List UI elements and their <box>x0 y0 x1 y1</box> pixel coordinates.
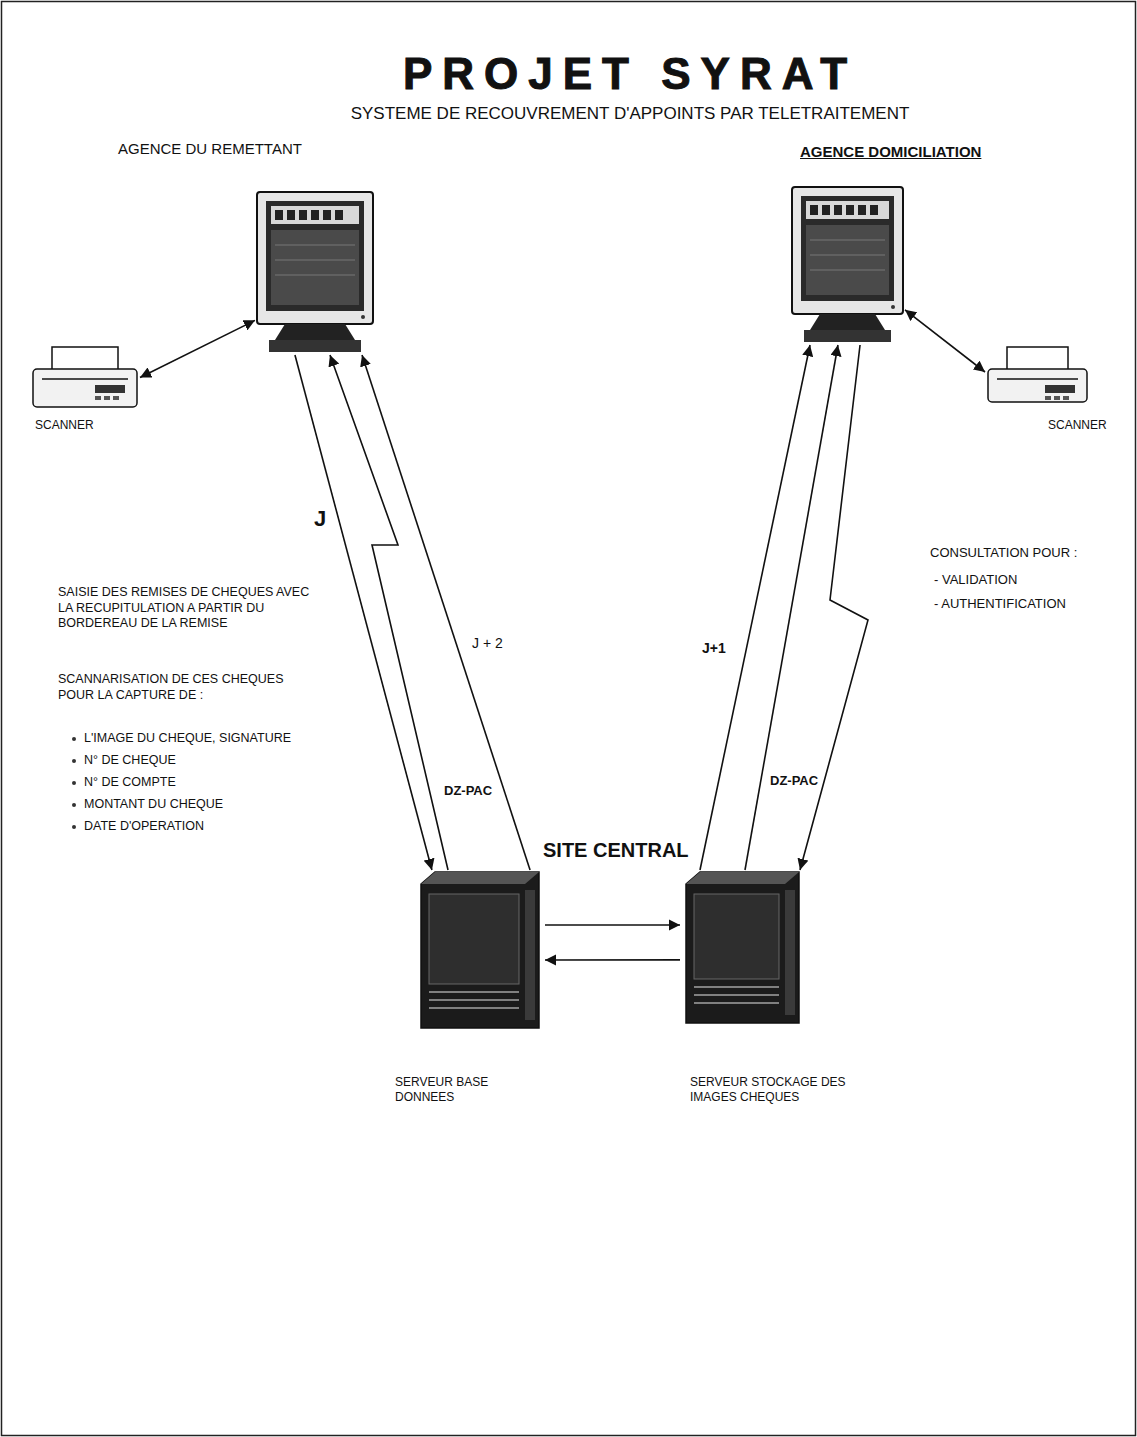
scanner-icon <box>30 345 140 410</box>
edge-label: J <box>312 505 328 533</box>
annotation-text: - VALIDATION <box>934 572 1017 588</box>
flow-arrow <box>800 345 868 870</box>
scanner-icon <box>985 345 1090 405</box>
computer-icon <box>255 190 375 355</box>
node-label: SCANNER <box>35 418 94 433</box>
computer-node: AGENCE DU REMETTANT <box>255 190 375 355</box>
annotation-text: SAISIE DES REMISES DE CHEQUES AVEC LA RE… <box>58 585 320 632</box>
node-label: SCANNER <box>1048 418 1107 433</box>
flow-arrow <box>545 959 680 961</box>
flow-arrow <box>295 355 432 870</box>
annotation-text: CONSULTATION POUR : <box>930 545 1077 561</box>
node-label: AGENCE DOMICILIATION <box>800 143 981 162</box>
node-label: AGENCE DU REMETTANT <box>118 140 302 159</box>
list-bullets <box>72 737 76 829</box>
flow-arrow <box>700 345 810 870</box>
edge-label: DZ-PAC <box>442 783 494 799</box>
flow-arrow <box>362 355 530 870</box>
node-label: SERVEUR STOCKAGE DES IMAGES CHEQUES <box>690 1075 855 1105</box>
annotation-text: SYSTEME DE RECOUVREMENT D'APPOINTS PAR T… <box>130 103 1130 124</box>
diagram-title: PROJET SYRAT <box>130 46 1130 101</box>
annotation-text: SITE CENTRAL <box>543 838 689 863</box>
edge-label: DZ-PAC <box>768 773 820 789</box>
computer-icon <box>790 185 905 345</box>
computer-node: AGENCE DOMICILIATION <box>790 185 905 345</box>
server-node: SERVEUR BASE DONNEES <box>415 870 545 1030</box>
flow-arrow <box>745 345 838 870</box>
scanner-node: SCANNER <box>985 345 1090 405</box>
server-node: SERVEUR STOCKAGE DES IMAGES CHEQUES <box>680 870 805 1025</box>
flow-arrow <box>545 924 680 926</box>
edge-label: J+1 <box>700 640 728 658</box>
annotation-text: - AUTHENTIFICATION <box>934 596 1066 612</box>
server-icon <box>415 870 545 1030</box>
flow-arrow <box>140 320 255 377</box>
server-icon <box>680 870 805 1025</box>
edge-label: J + 2 <box>470 635 505 653</box>
flow-arrow <box>330 355 448 870</box>
annotation-text: MONTANT DU CHEQUE <box>84 797 223 813</box>
scanner-node: SCANNER <box>30 345 140 410</box>
annotation-text: N° DE COMPTE <box>84 775 176 791</box>
annotation-text: SCANNARISATION DE CES CHEQUES POUR LA CA… <box>58 672 320 703</box>
annotation-text: N° DE CHEQUE <box>84 753 176 769</box>
annotation-text: L'IMAGE DU CHEQUE, SIGNATURE <box>84 731 291 747</box>
flow-arrow <box>905 310 985 372</box>
annotation-text: DATE D'OPERATION <box>84 819 204 835</box>
node-label: SERVEUR BASE DONNEES <box>395 1075 495 1105</box>
